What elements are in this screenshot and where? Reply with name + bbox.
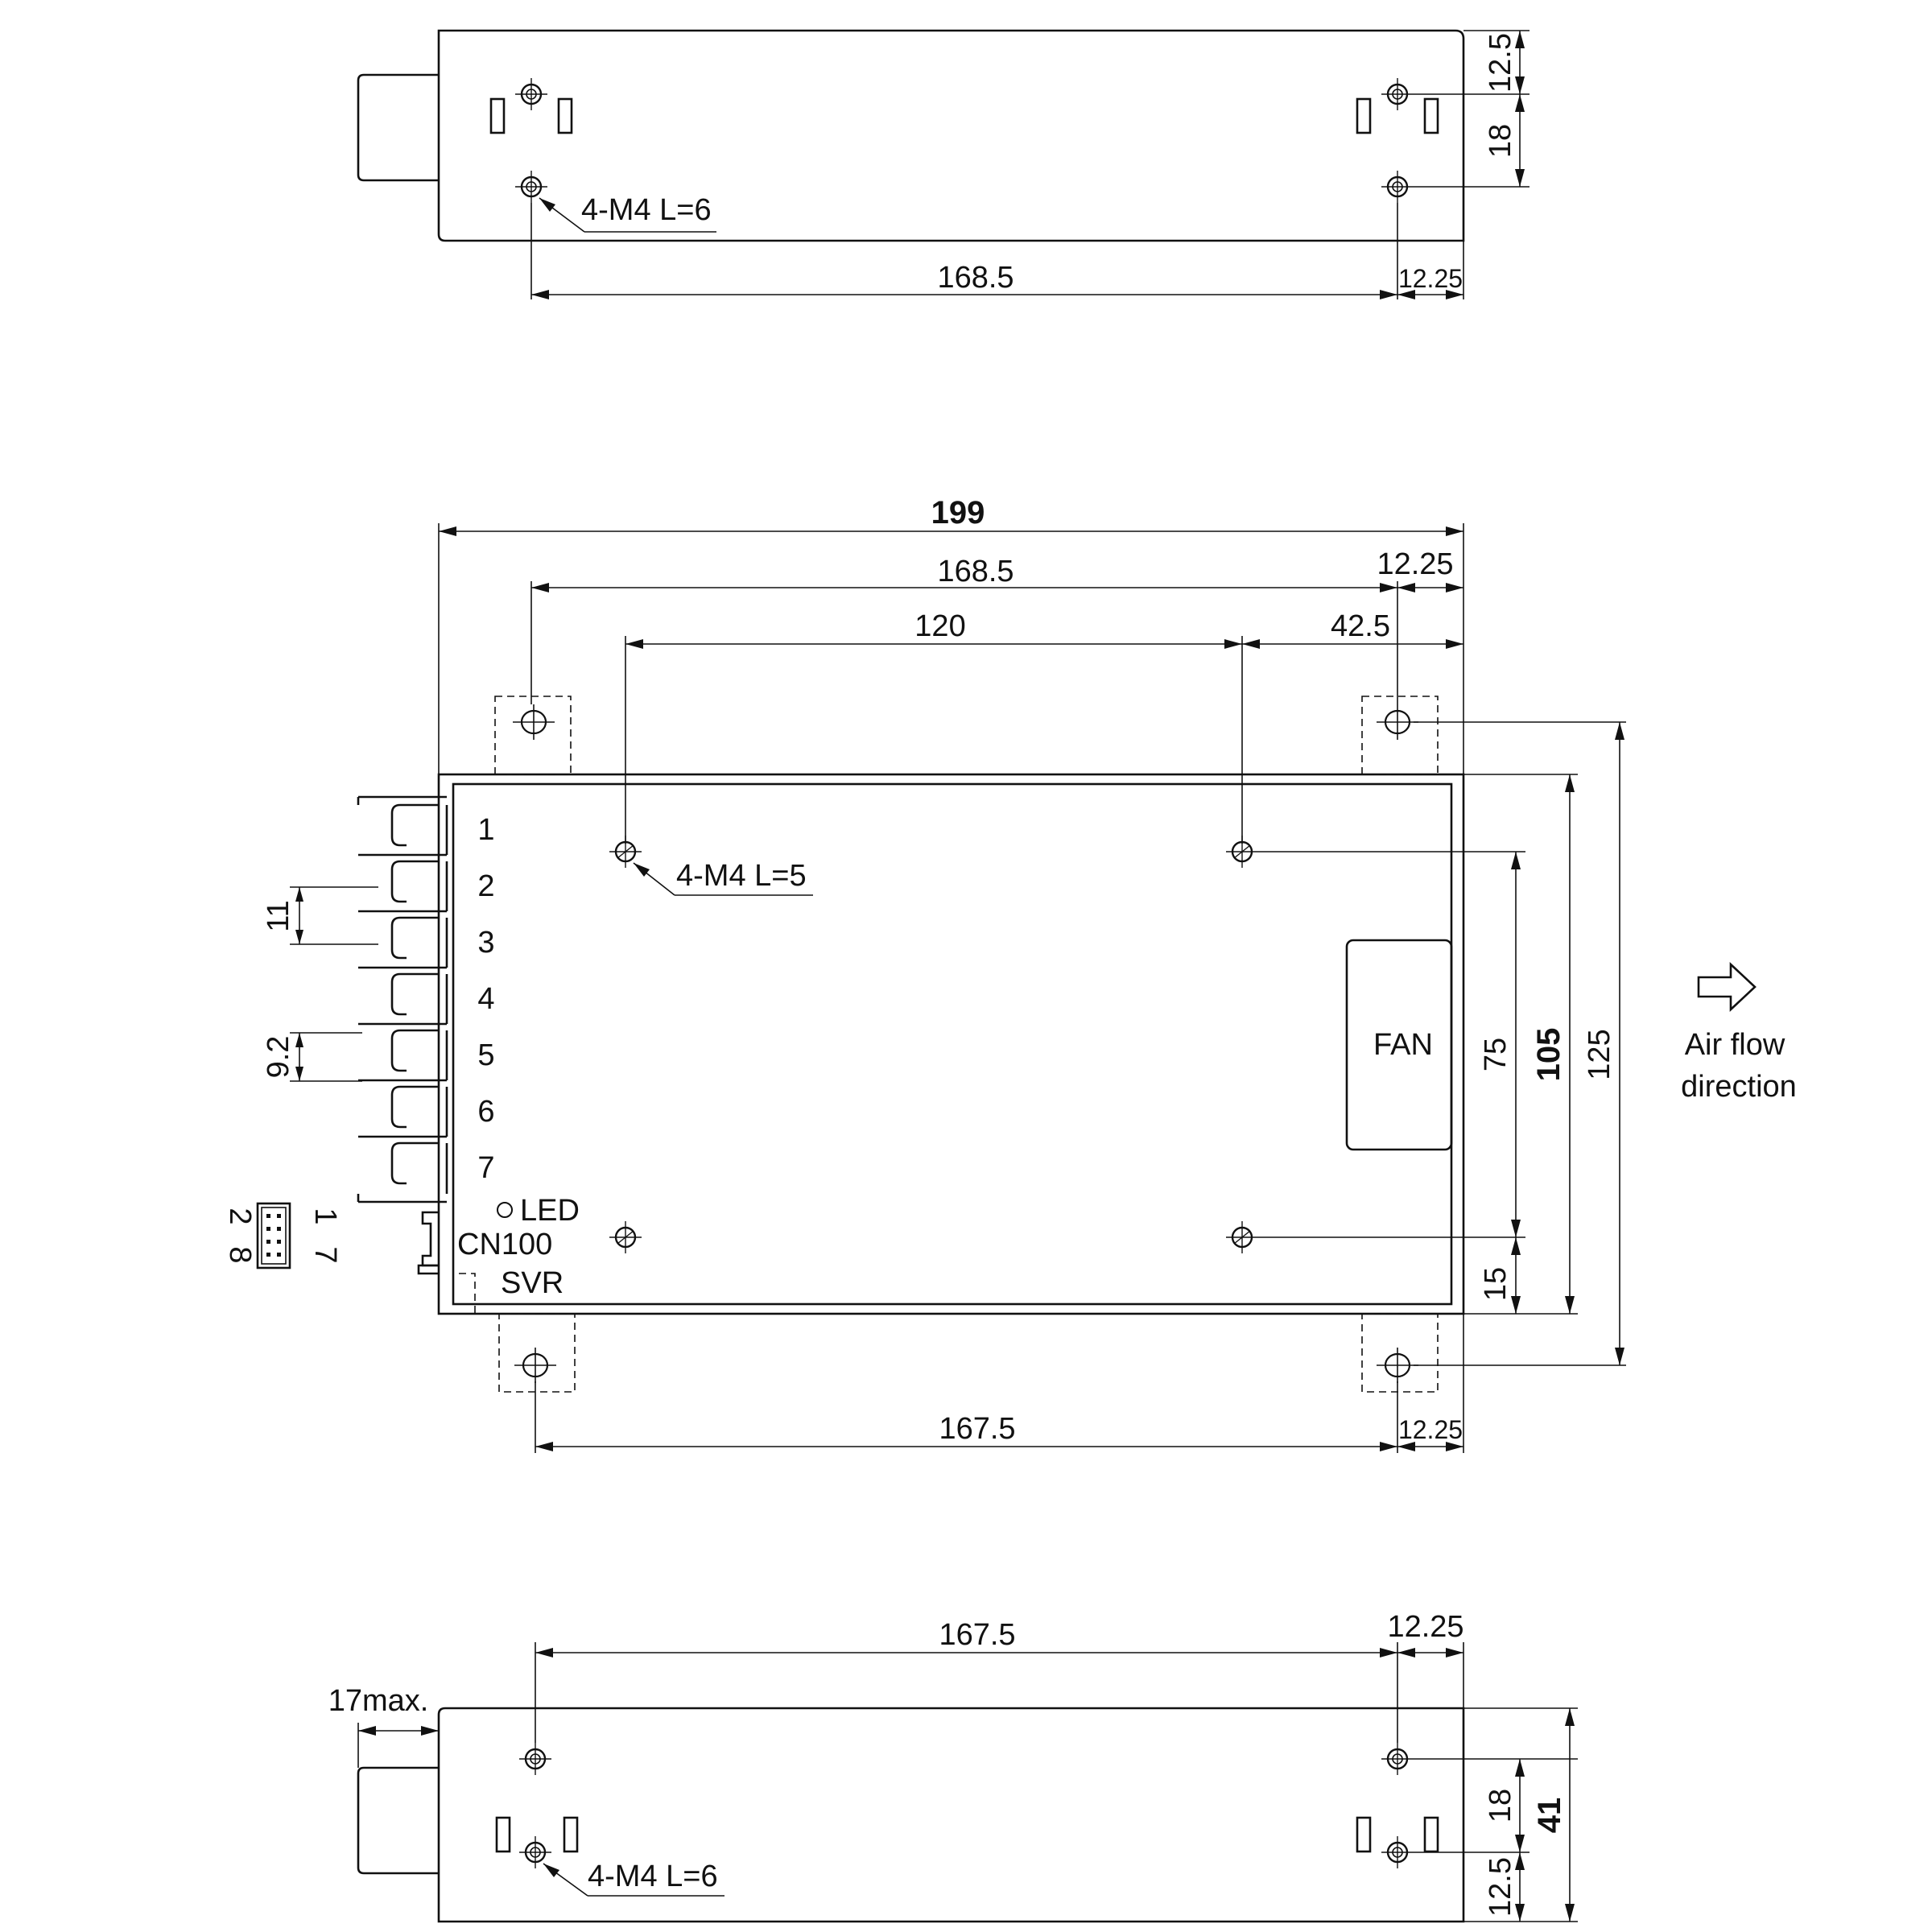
- terminal-label-4: 4: [477, 982, 494, 1016]
- terminal-label-6: 6: [477, 1095, 494, 1129]
- terminal-label-7: 7: [477, 1151, 494, 1185]
- connector-pin-symbol: [256, 1202, 291, 1269]
- dim-lower-offset: 12.25: [1398, 1415, 1463, 1444]
- dim-upper-offset: 12.25: [1377, 547, 1453, 581]
- bottom-callout: 4-M4 L=6: [588, 1860, 718, 1893]
- airflow-label-line2: direction: [1681, 1070, 1797, 1104]
- dim-15: 15: [1479, 1267, 1513, 1301]
- bottom-dim-offset: 12.25: [1387, 1610, 1463, 1644]
- terminal-label-3: 3: [477, 926, 494, 960]
- dim-pcb-offset: 42.5: [1331, 609, 1390, 643]
- terminal-label-2: 2: [477, 869, 494, 903]
- top-dim-edge: 12.5: [1484, 33, 1517, 93]
- dim-125: 125: [1583, 1029, 1616, 1080]
- dim-terminal-pitch: 11: [262, 900, 295, 931]
- airflow-arrow-icon: [1697, 962, 1757, 1012]
- top-dim-pitch: 18: [1484, 124, 1517, 158]
- dim-upper-holes: 168.5: [937, 555, 1013, 588]
- top-callout: 4-M4 L=6: [581, 193, 712, 227]
- dim-75: 75: [1479, 1038, 1513, 1071]
- dim-pcb-holes: 120: [914, 609, 965, 643]
- dim-terminal-width: 9.2: [262, 1036, 295, 1079]
- top-dim-length: 168.5: [937, 261, 1013, 295]
- fan-label: FAN: [1373, 1028, 1433, 1062]
- top-dim-offset: 12.25: [1398, 264, 1463, 293]
- dim-105: 105: [1531, 1028, 1567, 1082]
- terminal-label-1: 1: [477, 813, 494, 847]
- connector-pin-8: 8: [223, 1246, 257, 1263]
- bottom-dim-pitch: 18: [1484, 1789, 1517, 1823]
- terminal-label-5: 5: [477, 1038, 494, 1072]
- pcb-callout: 4-M4 L=5: [676, 859, 807, 893]
- bottom-dim-edge: 12.5: [1484, 1857, 1517, 1917]
- bottom-view: 167.5 12.25 17max. 18 12.5 41 4-M4 L=6: [328, 1610, 1578, 1923]
- bottom-dim-height: 41: [1532, 1798, 1567, 1834]
- main-view: 1 2 3 4 5 6 7 11 9.2 LED CN100 SVR FAN: [223, 495, 1797, 1453]
- dim-lower-holes: 167.5: [939, 1412, 1015, 1446]
- connector-pin-2: 2: [223, 1208, 257, 1224]
- led-label: LED: [520, 1194, 580, 1228]
- connector-pin-1: 1: [308, 1208, 342, 1224]
- airflow-label-line1: Air flow: [1685, 1028, 1785, 1062]
- dim-overall-length: 199: [931, 495, 985, 530]
- connector-pin-7: 7: [308, 1246, 342, 1263]
- cn100-label: CN100: [457, 1228, 552, 1261]
- top-view: 4-M4 L=6 168.5 12.25 12.5 18: [357, 29, 1530, 299]
- terminal-block: [357, 795, 448, 1203]
- bottom-dim-length: 167.5: [939, 1618, 1015, 1652]
- bottom-dim-knob: 17max.: [328, 1684, 429, 1718]
- svr-label: SVR: [501, 1266, 564, 1300]
